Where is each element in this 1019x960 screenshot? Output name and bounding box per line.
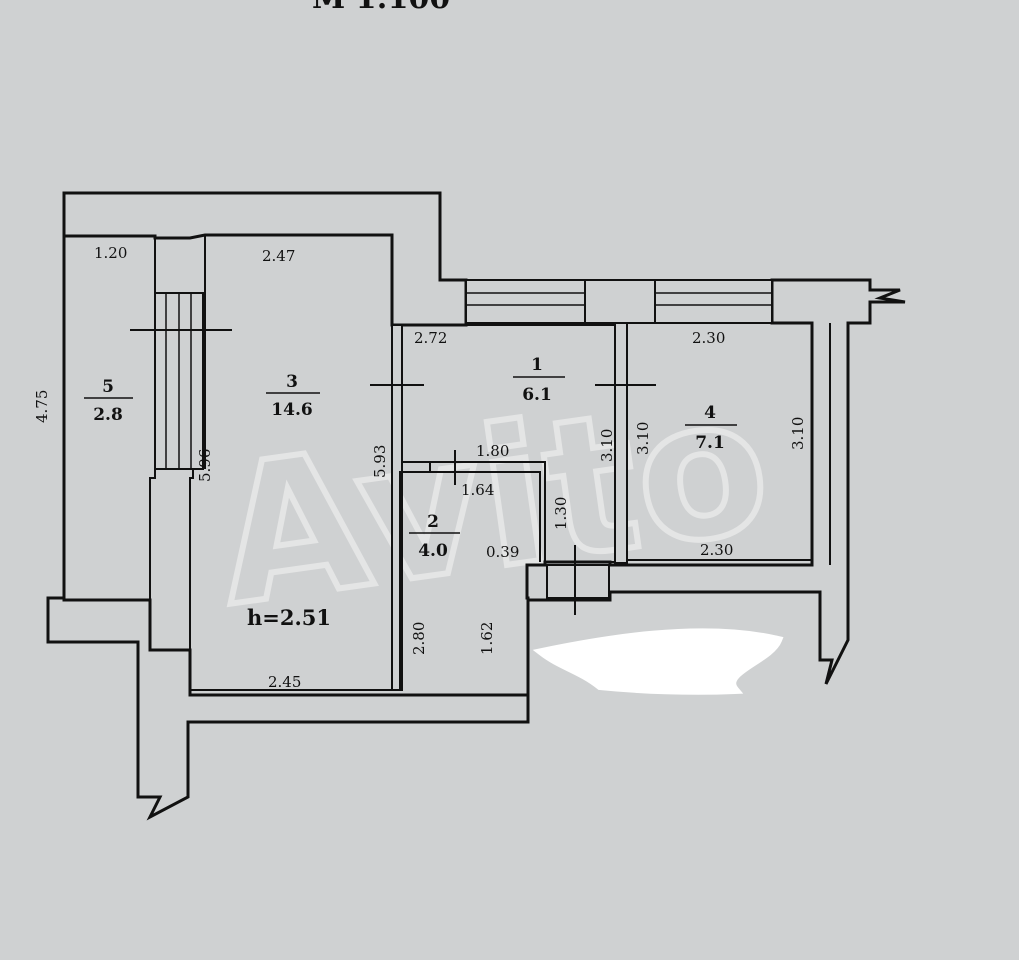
dim-2-72: 2.72 xyxy=(414,329,447,347)
dim-1-30: 1.30 xyxy=(552,497,570,530)
room-2-label: 2 4.0 xyxy=(409,512,460,561)
dim-2-45: 2.45 xyxy=(268,673,301,691)
dim-2-47: 2.47 xyxy=(262,247,295,265)
dim-1-20: 1.20 xyxy=(94,244,127,262)
redaction-scribble xyxy=(532,628,784,695)
dim-2-30-top: 2.30 xyxy=(692,329,725,347)
room-5-area: 2.8 xyxy=(93,405,123,425)
room-5-label: 5 2.8 xyxy=(84,377,133,425)
dim-3-10-a: 3.10 xyxy=(598,429,616,462)
window-left xyxy=(130,292,232,470)
dim-1-80: 1.80 xyxy=(476,442,509,460)
room-5-inner xyxy=(63,235,156,601)
dim-4-75: 4.75 xyxy=(33,390,51,423)
dim-0-39: 0.39 xyxy=(486,543,519,561)
room-3-number: 3 xyxy=(286,372,298,392)
dim-3-10-c: 3.10 xyxy=(789,417,807,450)
outer-walls xyxy=(46,191,906,821)
room-4-label: 4 7.1 xyxy=(685,403,737,453)
dim-2-30-bottom: 2.30 xyxy=(700,541,733,559)
dim-5-93: 5.93 xyxy=(371,445,389,478)
dim-3-10-b: 3.10 xyxy=(634,422,652,455)
dim-2-80: 2.80 xyxy=(410,622,428,655)
room-1-number: 1 xyxy=(531,355,543,375)
interior-walls xyxy=(370,322,831,691)
room-5-number: 5 xyxy=(102,377,114,397)
room-4-area: 7.1 xyxy=(695,433,725,453)
dim-1-62: 1.62 xyxy=(478,622,496,655)
room-2-top-wall xyxy=(402,461,546,562)
room-4-number: 4 xyxy=(704,403,716,423)
scale-label: М 1:100 xyxy=(312,0,450,16)
room-1-label: 1 6.1 xyxy=(513,355,565,405)
dim-5-96: 5.96 xyxy=(196,449,214,482)
room-2-area: 4.0 xyxy=(418,541,448,561)
room-1-area: 6.1 xyxy=(522,385,552,405)
room-3-area: 14.6 xyxy=(271,400,312,420)
ceiling-height: h=2.51 xyxy=(247,605,331,630)
window-top xyxy=(465,279,773,324)
wall-left xyxy=(46,236,906,821)
room-2-number: 2 xyxy=(427,512,439,532)
room-3-label: 3 14.6 xyxy=(266,372,320,420)
dim-1-64: 1.64 xyxy=(461,481,494,499)
dimension-labels: 1.20 2.47 2.72 2.30 1.80 1.64 0.39 2.30 … xyxy=(33,244,807,691)
